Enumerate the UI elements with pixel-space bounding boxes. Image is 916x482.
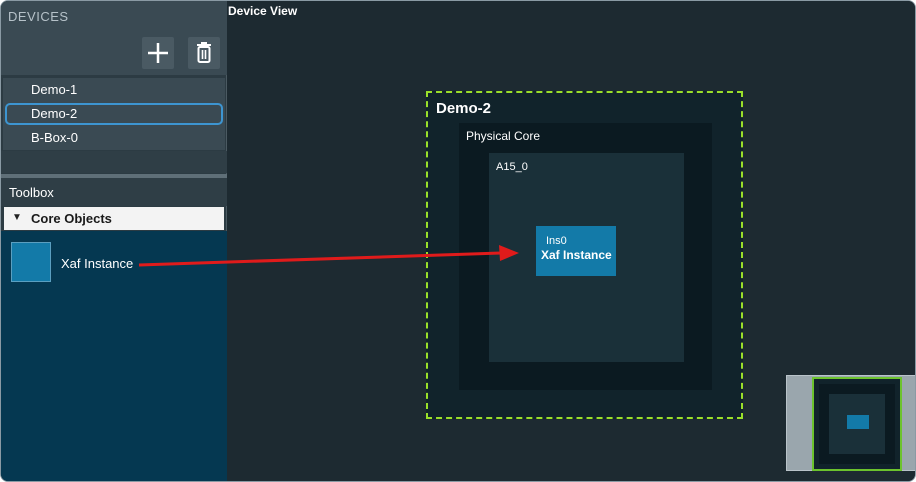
xaf-instance-icon <box>11 242 51 282</box>
core-node-title: A15_0 <box>496 161 528 173</box>
minimap-instance <box>847 415 869 429</box>
instance-id: Ins0 <box>546 235 567 247</box>
add-device-button[interactable] <box>142 37 174 69</box>
devices-title: DEVICES <box>8 9 69 24</box>
core-node-a15-0[interactable]: A15_0 Ins0 Xaf Instance <box>489 153 684 362</box>
toolbox-item-xaf-instance[interactable]: Xaf Instance <box>11 242 221 284</box>
physical-core-node[interactable]: Physical Core A15_0 Ins0 Xaf Instance <box>459 123 712 390</box>
toolbox-body: Xaf Instance <box>1 231 227 481</box>
device-view-title: Device View <box>228 4 298 18</box>
device-item-b-box-0[interactable]: B-Box-0 <box>31 130 78 145</box>
minimap-core <box>829 394 885 454</box>
device-node-title: Demo-2 <box>436 100 492 117</box>
minimap-viewport[interactable] <box>812 377 902 471</box>
core-objects-category[interactable]: ▼ Core Objects <box>4 207 224 230</box>
left-panel: DEVICES Demo-1 Demo-2 B-Box- <box>1 1 227 481</box>
panel-splitter[interactable] <box>1 174 227 178</box>
devices-header: DEVICES <box>1 1 227 75</box>
device-view-canvas[interactable]: Device View Demo-2 Physical Core A15_0 I… <box>228 1 915 481</box>
plus-icon <box>148 43 168 63</box>
core-objects-label: Core Objects <box>31 211 112 226</box>
toolbox-header: Toolbox <box>1 178 227 206</box>
device-item-demo-1[interactable]: Demo-1 <box>31 82 78 97</box>
instance-type: Xaf Instance <box>541 248 612 262</box>
device-list-empty-area <box>1 151 227 173</box>
minimap[interactable] <box>786 375 915 471</box>
delete-device-button[interactable] <box>188 37 220 69</box>
device-node-demo-2[interactable]: Demo-2 Physical Core A15_0 Ins0 Xaf Inst… <box>426 91 743 419</box>
minimap-physical-core <box>819 384 895 464</box>
physical-core-title: Physical Core <box>466 129 541 143</box>
toolbox-title: Toolbox <box>9 185 54 200</box>
instance-node-ins0[interactable]: Ins0 Xaf Instance <box>536 226 616 276</box>
trash-icon <box>197 42 211 63</box>
triangle-down-icon: ▼ <box>12 212 22 223</box>
device-item-demo-2[interactable]: Demo-2 <box>5 103 223 125</box>
device-list: Demo-1 Demo-2 B-Box-0 <box>3 78 225 150</box>
toolbox-item-label: Xaf Instance <box>61 256 134 271</box>
